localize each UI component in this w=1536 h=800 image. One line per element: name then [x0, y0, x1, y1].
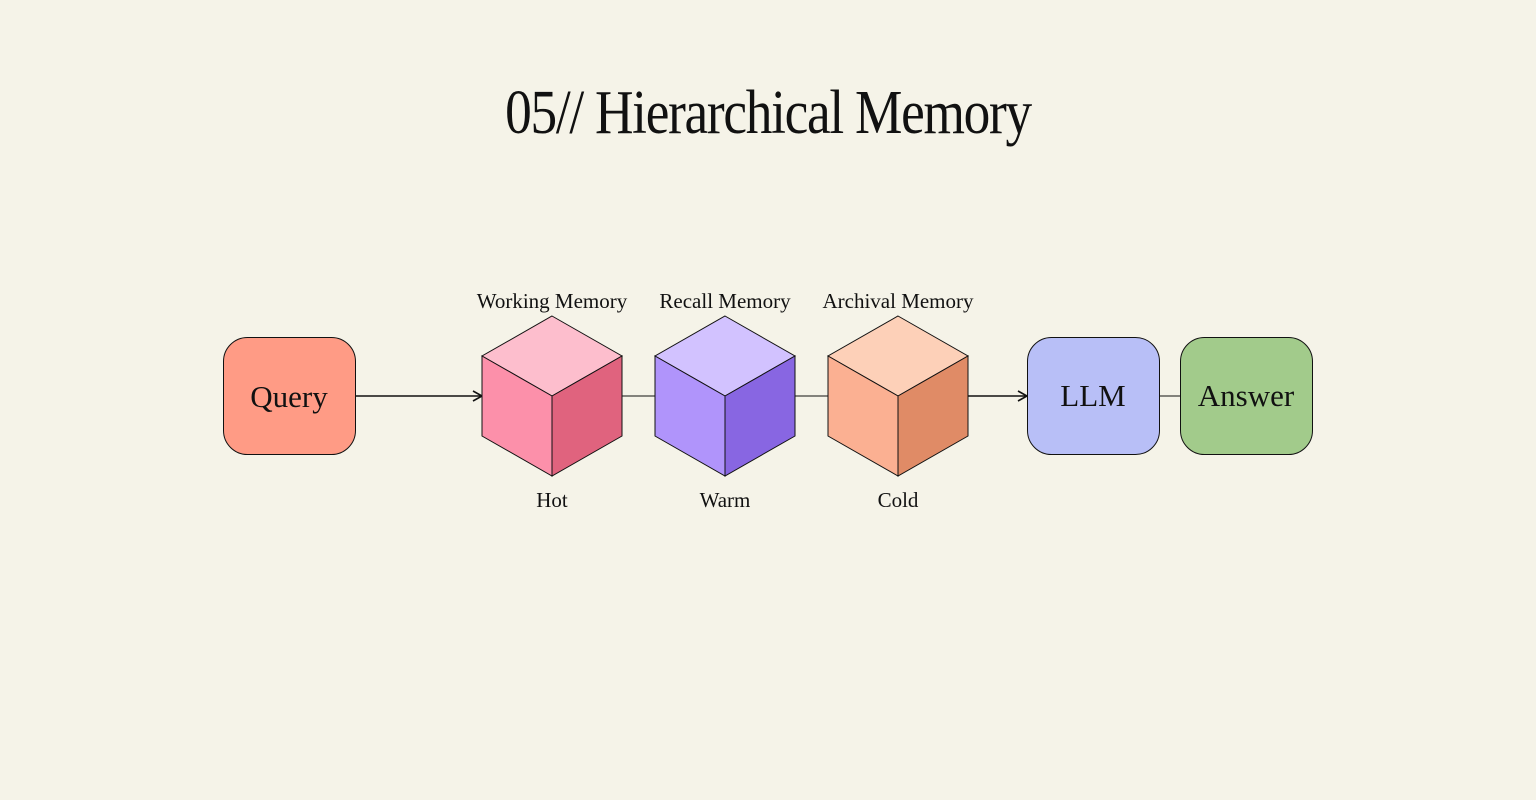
llm-label: LLM — [1060, 378, 1125, 413]
query-box — [223, 337, 356, 455]
cube-right-face — [897, 355, 969, 477]
answer-node: Answer — [1180, 337, 1313, 455]
working-memory-cube: Working Memory Hot — [477, 289, 628, 512]
cube-name-label: Recall Memory — [659, 289, 791, 313]
cube-name-label: Working Memory — [477, 289, 628, 313]
memory-cubes: Working Memory Hot Recall Memory Warm Ar… — [477, 289, 974, 512]
archival-memory-cube: Archival Memory Cold — [822, 289, 974, 512]
cube-right-face — [724, 355, 796, 477]
cube-tier-label: Cold — [878, 488, 919, 512]
cube-right-face — [551, 355, 623, 477]
cube-name-label: Archival Memory — [822, 289, 974, 313]
query-node: Query — [223, 337, 356, 455]
llm-node: LLM — [1027, 337, 1160, 455]
answer-box — [1180, 337, 1313, 455]
cube-tier-label: Warm — [700, 488, 751, 512]
llm-box — [1027, 337, 1160, 455]
recall-memory-cube: Recall Memory Warm — [653, 289, 797, 512]
page-title: 05// Hierarchical Memory — [505, 79, 1032, 147]
answer-label: Answer — [1198, 378, 1295, 413]
query-label: Query — [250, 379, 328, 414]
cube-tier-label: Hot — [536, 488, 568, 512]
